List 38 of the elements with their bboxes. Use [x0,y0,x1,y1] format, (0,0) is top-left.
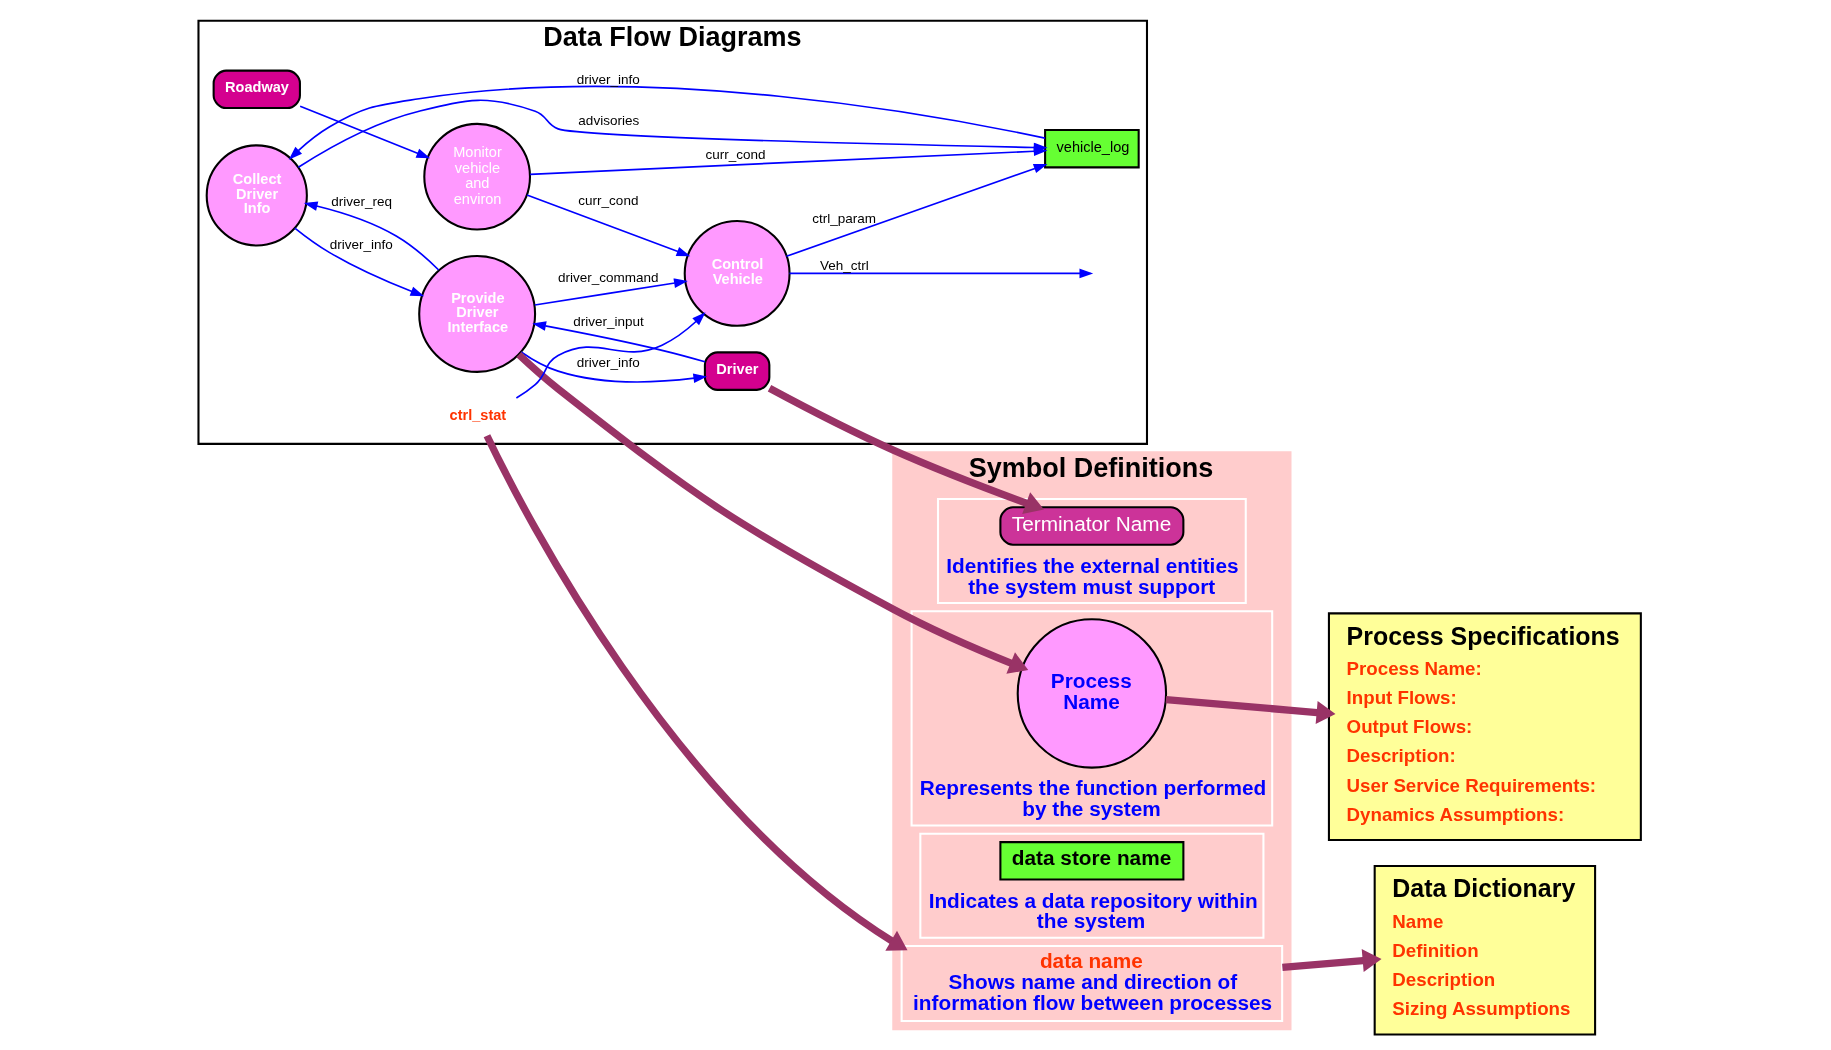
edge-label: driver_info [576,71,640,87]
arrow [767,385,1044,515]
edge-label: advisories [578,113,640,129]
node-circle: Provide Driver Interface [418,254,537,373]
edge-label: driver_command [558,270,659,286]
node-box: vehicle_log [1044,128,1140,169]
node-box: Terminator Name [999,506,1185,546]
arrow [515,312,706,399]
node-box: Roadway [212,69,301,110]
edge-label: driver_info [576,355,640,371]
arrow [483,434,908,951]
node-circle: Process Name [1016,618,1168,769]
arrow [788,268,1094,279]
node-box: Data Dictionary Name Definition Description Sizing Assumptions [1373,865,1597,1036]
arrow [526,194,691,257]
arrow [299,105,431,159]
node-text: ctrl_stat [449,406,507,423]
arrow [533,278,688,306]
arrow [293,227,425,297]
arrow [785,164,1048,258]
node-box: data name Shows name and direction of information flow between processes [900,945,1284,1022]
node-circle: Monitor vehicle and environ [423,122,531,231]
edge-label: curr_cond [705,147,766,163]
edge-label: driver_req [331,194,392,210]
edge-label: Veh_ctrl [820,257,869,273]
edge-label: driver_input [573,313,644,329]
arrow [303,201,440,271]
arrow [1165,696,1336,724]
node-box: data store name [999,841,1185,881]
node-box: Driver [703,351,771,391]
arrow [520,351,708,384]
edge-label: driver_info [329,236,393,252]
edge-label: ctrl_param [812,210,876,226]
arrow [532,321,706,363]
arrow [1282,949,1382,973]
arrow [529,146,1048,176]
edge-label: curr_cond [578,193,639,209]
node-box: Process Specifications Process Name: Input Flows: Output Flows: Description: User Service Requirements: Dynamics Assumptions: [1327,612,1642,842]
